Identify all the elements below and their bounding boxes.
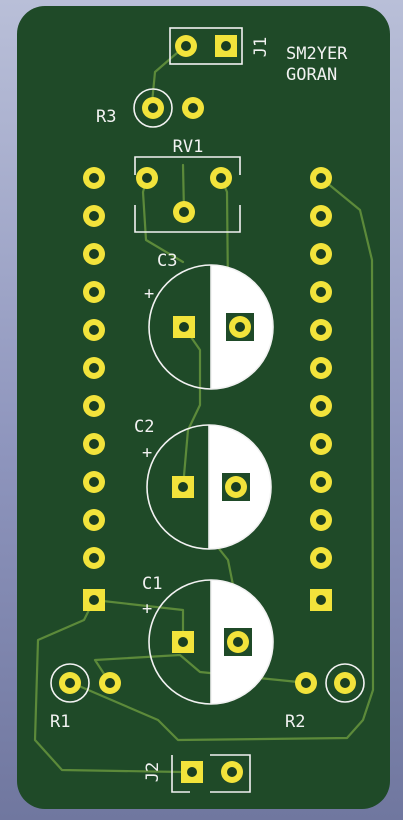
c1-plus: +: [142, 599, 152, 619]
pcb-board: [17, 6, 390, 809]
capacitor-c1: C1 +: [142, 574, 274, 705]
resistor-r3: R3: [96, 88, 204, 128]
j1-outline: [169, 27, 243, 65]
j1-label: J1: [251, 37, 271, 57]
resistor-r1: R1: [50, 663, 121, 732]
c2-label: C2: [134, 417, 154, 437]
board-text-name: SM2YER: [286, 44, 348, 64]
rv1-label: RV1: [173, 137, 204, 157]
r1-outline: [50, 663, 90, 703]
right-pin-header: [310, 167, 332, 611]
potentiometer-rv1: RV1: [134, 137, 241, 233]
c3-label: C3: [157, 251, 177, 271]
connector-j2: J2: [143, 754, 251, 793]
j2-label: J2: [143, 762, 163, 782]
c3-plus: +: [144, 284, 154, 304]
r1-label: R1: [50, 712, 70, 732]
r2-label: R2: [285, 712, 305, 732]
board-text-author: GORAN: [286, 65, 337, 85]
r3-label: R3: [96, 107, 116, 127]
capacitor-c3: C3 +: [144, 251, 274, 390]
r2-outline: [325, 663, 365, 703]
connector-j1: J1: [169, 27, 271, 65]
resistor-r2: R2: [285, 663, 365, 732]
c2-plus: +: [142, 443, 152, 463]
r3-outline: [133, 88, 173, 128]
left-pin-header: [83, 167, 105, 611]
capacitor-c2: C2 +: [134, 417, 272, 550]
c1-label: C1: [142, 574, 162, 594]
